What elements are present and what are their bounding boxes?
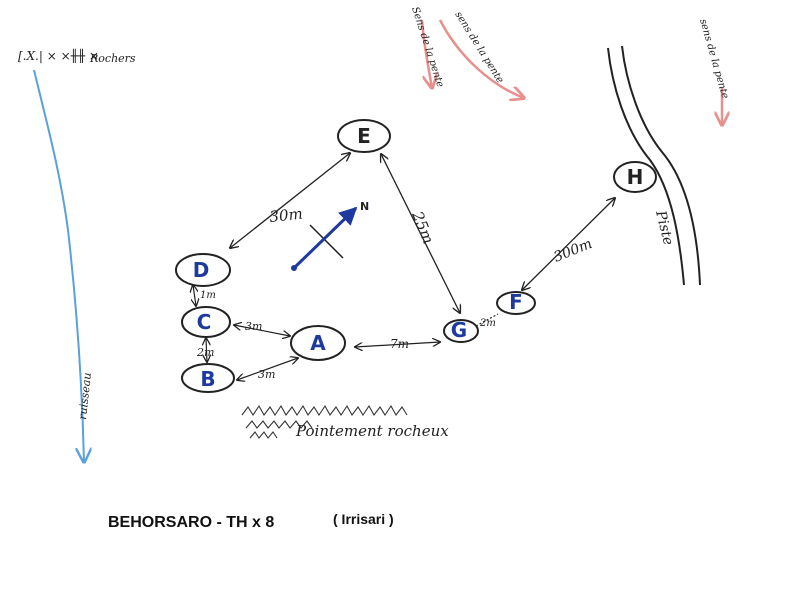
slope-arrow-1 (420, 19, 432, 88)
node-d: D (175, 253, 231, 287)
node-g-label: G (451, 318, 467, 342)
dist-arrow-c-b (206, 338, 207, 362)
dist-arrow-d-c (193, 285, 196, 306)
road-edge-left (607, 47, 685, 286)
stream: ruisseau (33, 69, 94, 462)
outcrop-scribble (241, 404, 408, 439)
slope-label-2: sens de la pente (452, 10, 505, 86)
node-f: F (496, 290, 536, 315)
rocks-label: Rochers (89, 52, 136, 65)
dist-label-c-a: 3m (245, 320, 262, 333)
north-arrow: N (291, 200, 369, 271)
node-e-label: E (357, 124, 371, 148)
dist-label-a-g: 7m (390, 337, 409, 351)
node-a-label: A (310, 331, 326, 355)
slope-arrow-2 (438, 19, 524, 98)
dist-arrow-d-e (230, 153, 350, 248)
dist-label-g-f: 2m (479, 318, 496, 329)
page-title: BEHORSARO - TH x 8 (108, 514, 275, 531)
road-edge-right (621, 45, 701, 286)
page-subtitle: ( Irrisari ) (333, 511, 394, 527)
dist-arrow-c-a (234, 325, 290, 336)
distance-arrows (193, 153, 615, 380)
north-arrow-line (292, 206, 358, 270)
dist-label-c-b: 2m (196, 346, 214, 359)
rocks-area: [.X.| × ×╫╫ × Rochers (18, 48, 136, 65)
dist-label-b-a: 3m (258, 368, 275, 381)
dist-arrow-e-g (381, 154, 460, 313)
node-g: G (443, 318, 479, 343)
outcrop-label: Pointement rocheux (295, 422, 449, 440)
dist-arrow-g-f (475, 313, 499, 327)
dist-label-e-g: 25m (408, 208, 438, 247)
node-h: H (613, 161, 657, 193)
north-arrow-tail (291, 265, 297, 271)
slope-arrows: Sens de la pente sens de la pente sens d… (409, 6, 730, 125)
node-a: A (290, 325, 346, 361)
stream-label: ruisseau (76, 372, 94, 420)
dist-arrow-b-a (237, 358, 298, 380)
node-b: B (181, 363, 235, 393)
nodes: E D C B A G F H (175, 119, 657, 393)
road: Piste (607, 45, 701, 286)
node-h-label: H (627, 165, 644, 189)
north-cross-line (309, 224, 344, 259)
dist-arrow-f-h (522, 198, 615, 290)
stream-line (33, 69, 84, 462)
dist-label-d-e: 30m (269, 205, 304, 226)
dist-arrow-a-g (355, 342, 440, 347)
slope-label-1: Sens de la pente (409, 6, 445, 89)
rocks-symbols: [.X.| × ×╫╫ × (18, 48, 99, 63)
node-e: E (337, 119, 391, 153)
node-b-label: B (200, 367, 215, 391)
node-d-label: D (193, 258, 210, 282)
distance-labels: 30m 25m 300m 1m 3m 2m 3m 7m 2m (196, 205, 595, 381)
node-f-label: F (509, 290, 523, 314)
node-c: C (181, 306, 231, 338)
dist-label-d-c: 1m (200, 290, 216, 301)
node-c-label: C (197, 310, 212, 334)
rocky-outcrop: Pointement rocheux (241, 404, 449, 440)
slope-label-3: sens de la pente (697, 18, 730, 100)
north-label: N (360, 200, 369, 213)
